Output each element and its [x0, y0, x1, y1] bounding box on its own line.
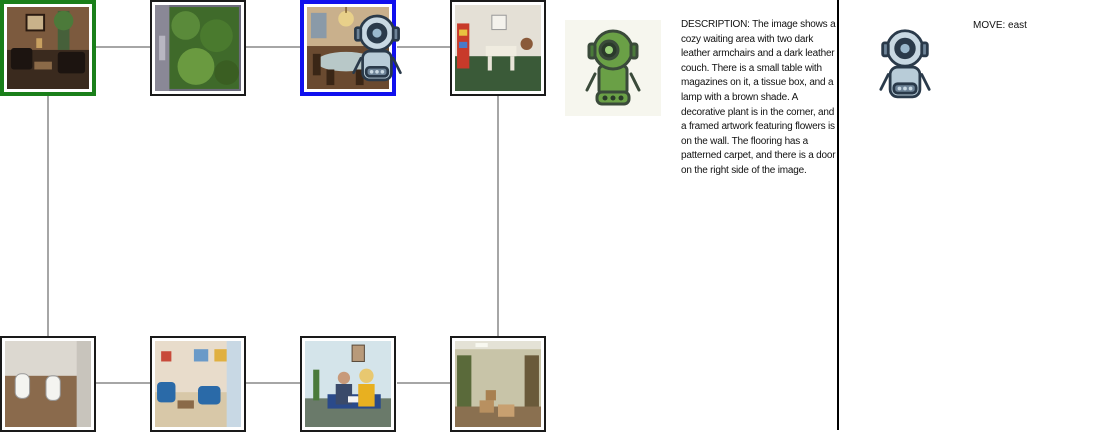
move-robot [873, 28, 937, 108]
robot-card [565, 20, 661, 116]
restroom-photo [5, 341, 91, 427]
move-label: MOVE: east [973, 20, 1027, 31]
robot-icon [352, 14, 402, 82]
map-node[interactable] [150, 336, 246, 432]
map-node[interactable] [150, 0, 246, 96]
agent-marker [350, 12, 404, 92]
map-node[interactable] [300, 336, 396, 432]
panel-divider [837, 0, 839, 430]
people-reading-photo [305, 341, 391, 427]
map-node[interactable] [450, 336, 546, 432]
storage-room-photo [455, 341, 541, 427]
map-edges [47, 46, 499, 384]
map-node[interactable] [450, 0, 546, 96]
map-node-start[interactable] [0, 0, 96, 96]
green-robot-icon [565, 20, 661, 116]
window-greenery-photo [155, 5, 241, 91]
play-room-photo [455, 5, 541, 91]
blue-waiting-room-photo [155, 341, 241, 427]
map-node[interactable] [0, 336, 96, 432]
scene-description: DESCRIPTION: The image shows a cozy wait… [681, 19, 836, 176]
robot-icon [879, 29, 931, 99]
waiting-room-photo [7, 7, 89, 89]
